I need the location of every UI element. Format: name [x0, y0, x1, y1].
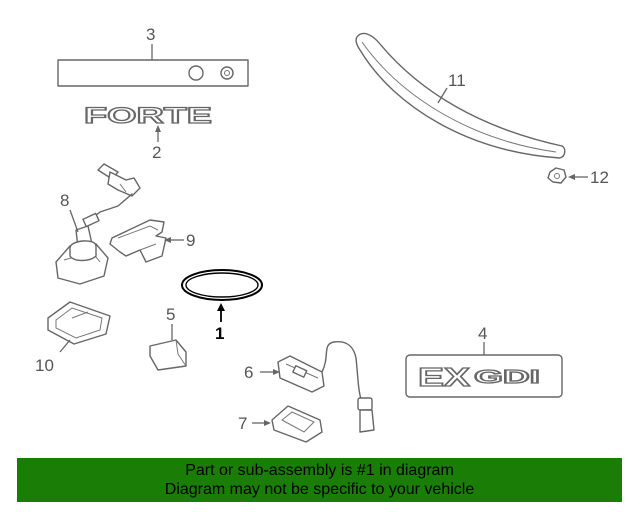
callout-4[interactable]: 4: [478, 324, 487, 343]
part-10-pad[interactable]: [47, 301, 111, 345]
callout-8[interactable]: 8: [60, 191, 69, 210]
callout-5[interactable]: 5: [166, 305, 175, 324]
leader-11: [437, 87, 448, 104]
callout-10[interactable]: 10: [35, 356, 54, 375]
leader-8: [69, 209, 79, 233]
part-8-trunk-lock-actuator[interactable]: [55, 163, 141, 285]
part-5-clip[interactable]: [149, 339, 187, 371]
banner-line-1: Part or sub-assembly is #1 in diagram: [185, 462, 454, 479]
banner-line-2: Diagram may not be specific to your vehi…: [164, 481, 475, 498]
callout-7[interactable]: 7: [238, 414, 247, 433]
arrow-12: [568, 174, 575, 180]
callout-3[interactable]: 3: [146, 25, 155, 44]
arrow-2: [155, 125, 161, 132]
part-4-ex-gdi-emblem[interactable]: EX GDI: [405, 354, 563, 398]
part-2-forte-emblem[interactable]: FORTE: [83, 102, 212, 128]
callout-2[interactable]: 2: [152, 143, 161, 162]
callout-9[interactable]: 9: [186, 231, 195, 250]
leader-10: [59, 339, 71, 353]
part-11-rear-spoiler[interactable]: [355, 32, 566, 159]
part-1-weatherstrip-ring[interactable]: [181, 269, 263, 301]
arrow-1: [217, 303, 225, 311]
emblem-gdi-text: GDI: [474, 367, 540, 387]
arrow-6: [273, 369, 280, 375]
arrow-9: [164, 237, 171, 243]
callout-12[interactable]: 12: [590, 168, 609, 187]
callout-1[interactable]: 1: [215, 324, 224, 343]
callout-11[interactable]: 11: [448, 71, 466, 90]
part-9-bracket[interactable]: [109, 219, 167, 263]
part-12-nut[interactable]: [547, 167, 567, 184]
part-6-license-lamp-assembly[interactable]: [277, 341, 375, 433]
part-7-lamp-lens[interactable]: [271, 405, 323, 443]
arrow-7: [264, 420, 271, 426]
callout-6[interactable]: 6: [244, 363, 253, 382]
part-notice-banner: Part or sub-assembly is #1 in diagram Di…: [17, 458, 622, 502]
part-3-trunk-garnish[interactable]: [57, 59, 249, 87]
emblem-ex-text: EX: [418, 362, 471, 392]
